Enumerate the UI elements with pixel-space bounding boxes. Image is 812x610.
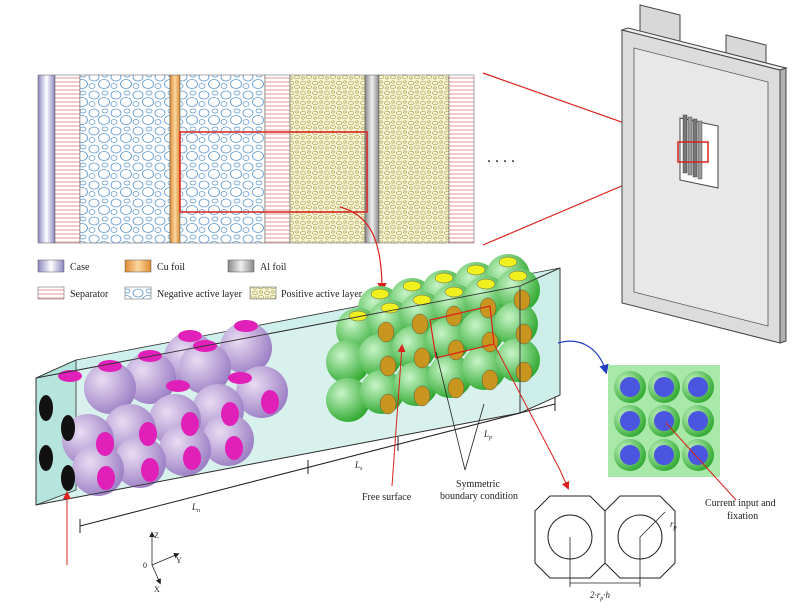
axis-y-label: Y: [176, 556, 182, 565]
section-arrow: [493, 343, 570, 490]
legend-positive-label: Positive active layer: [281, 289, 363, 300]
legend-al-label: Al foil: [260, 262, 287, 273]
separator-layer-3: [448, 74, 475, 244]
width-formula-label: 2·rp·h: [590, 590, 611, 602]
selection-box: [179, 131, 368, 213]
legend-separator-label: Separator: [70, 289, 109, 300]
positive-layer-1: [289, 74, 366, 244]
cross-section: rp 2·rp·h: [534, 495, 677, 602]
axis-x-label: X: [154, 585, 160, 594]
dimension-lines: Ln Ls Lp: [79, 397, 556, 533]
symmetric-label-line2: boundary condition: [440, 491, 518, 502]
anode-spheres: [39, 320, 288, 496]
symmetric-pointer-2: [464, 403, 485, 471]
end-view-arrow: [557, 340, 609, 375]
end-view-grid: [608, 365, 720, 477]
legend-separator-swatch: [37, 286, 65, 300]
ls-label: Ls: [354, 460, 363, 472]
separator-layer-1: [54, 74, 81, 244]
legend-al-swatch: [227, 259, 255, 273]
legend-negative-label: Negative active layer: [157, 289, 243, 300]
legend-case-swatch: [37, 259, 65, 273]
free-surface-label: Free surface: [362, 492, 412, 503]
axes-triad: Z Y X 0: [143, 531, 182, 594]
axis-z-label: Z: [154, 531, 159, 540]
separator-layer-2: [264, 74, 291, 244]
legend-positive-swatch: [249, 286, 277, 300]
lp-label: Lp: [483, 429, 492, 441]
rp-label: rp: [670, 519, 677, 531]
positive-layer-2: [378, 74, 450, 244]
legend-negative-swatch: [124, 286, 152, 300]
symmetric-pointer-1: [435, 351, 466, 471]
legend-cu-label: Cu foil: [157, 262, 185, 273]
case-layer: [37, 74, 56, 244]
legend-case-label: Case: [70, 262, 90, 273]
layer-strip: [37, 74, 475, 244]
legend-cu-swatch: [124, 259, 152, 273]
cell-layers: [682, 114, 703, 180]
strip-to-model-arrow: [339, 206, 387, 293]
cu-foil-layer: [169, 74, 181, 244]
axis-origin-label: 0: [143, 561, 147, 570]
current-pointer: [665, 422, 737, 501]
symmetric-label-line1: Symmetric: [456, 479, 500, 490]
current-label-line2: fixation: [727, 511, 758, 522]
free-surface-arrow: [391, 344, 406, 487]
ln-label: Ln: [191, 502, 200, 514]
pouch-cell: [620, 4, 788, 344]
current-label-line1: Current input and: [705, 498, 776, 509]
negative-layer-1: [79, 74, 171, 244]
pouch-highlight-box: [677, 141, 709, 163]
model-box: [35, 254, 561, 506]
cathode-spheres: [326, 254, 540, 422]
negative-layer-2: [179, 74, 266, 244]
legend: Case Cu foil Al foil Separator Negative …: [37, 259, 363, 300]
ellipsis-text: . . . .: [487, 149, 515, 166]
